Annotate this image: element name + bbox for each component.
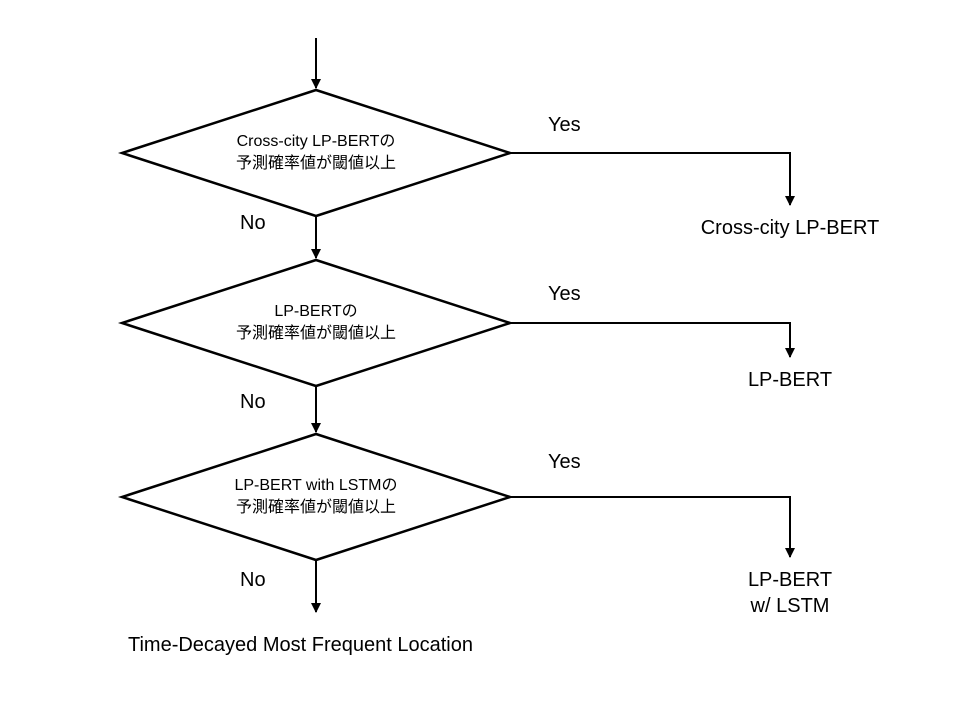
yes-connector-2 [510,322,795,358]
decision-3-text: LP-BERT with LSTMの 予測確率値が閾値以上 [166,475,466,519]
decision-1-line1: Cross-city LP-BERTの [236,133,396,150]
no-label-1: No [240,212,266,234]
outcome-1: Cross-city LP-BERT [640,215,940,241]
outcome-3-line1: LP-BERT [747,569,833,591]
outcome-2-line1: LP-BERT [747,369,833,391]
yes-label-3: Yes [548,451,581,473]
yes-connector-1 [510,152,795,206]
no-label-2: No [240,391,266,413]
final-outcome: Time-Decayed Most Frequent Location [128,634,473,656]
decision-2-line1: LP-BERTの [274,303,358,320]
yes-label-1: Yes [548,114,581,136]
decision-3-line1: LP-BERT with LSTMの [234,477,398,494]
outcome-3-line2: w/ LSTM [750,595,830,617]
decision-2-text: LP-BERTの 予測確率値が閾値以上 [166,301,466,345]
decision-3-line2: 予測確率値が閾値以上 [235,499,396,516]
outcome-3: LP-BERT w/ LSTM [690,567,890,619]
decision-2-line2: 予測確率値が閾値以上 [235,325,396,342]
yes-connector-3 [510,496,795,558]
outcome-2: LP-BERT [690,367,890,393]
yes-label-2: Yes [548,283,581,305]
decision-1-text: Cross-city LP-BERTの 予測確率値が閾値以上 [166,131,466,175]
outcome-1-line1: Cross-city LP-BERT [700,217,880,239]
decision-1-line2: 予測確率値が閾値以上 [235,155,396,172]
no-label-3: No [240,569,266,591]
